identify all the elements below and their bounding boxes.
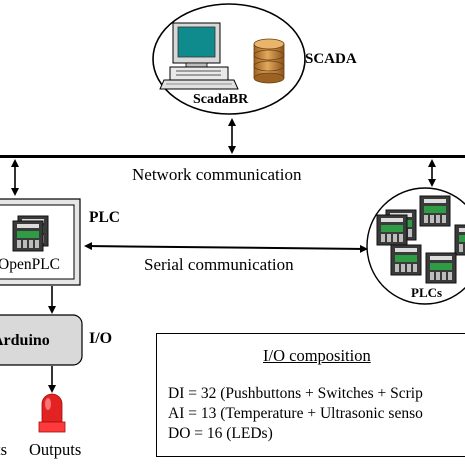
scada-label: SCADA bbox=[305, 51, 357, 67]
io-composition-di: DI = 32 (Pushbuttons + Switches + Scrip bbox=[168, 385, 423, 402]
inputs-label: ts bbox=[0, 440, 8, 459]
plc-label: PLC bbox=[89, 209, 120, 226]
outputs-label: Outputs bbox=[29, 440, 82, 459]
io-composition-do: DO = 16 (LEDs) bbox=[168, 425, 273, 442]
plcs-label: PLCs bbox=[411, 285, 443, 300]
database-icon bbox=[253, 38, 285, 84]
scadabr-label: ScadaBR bbox=[193, 92, 249, 107]
arduino-box bbox=[0, 314, 83, 366]
io-composition-title: I/O composition bbox=[263, 346, 371, 365]
openplc-label: OpenPLC bbox=[0, 256, 60, 273]
computer-icon bbox=[159, 22, 239, 90]
io-label: I/O bbox=[89, 330, 113, 347]
led-icon bbox=[38, 393, 66, 433]
arduino-label: Arduino bbox=[0, 332, 50, 349]
io-composition-ai: AI = 13 (Temperature + Ultrasonic senso bbox=[168, 405, 423, 422]
serial-label: Serial communication bbox=[144, 255, 294, 274]
openplc-icon bbox=[12, 215, 49, 252]
io-composition-box: I/O composition DI = 32 (Pushbuttons + S… bbox=[156, 333, 465, 457]
network-label: Network communication bbox=[132, 165, 302, 184]
serial-arrow bbox=[84, 242, 368, 253]
